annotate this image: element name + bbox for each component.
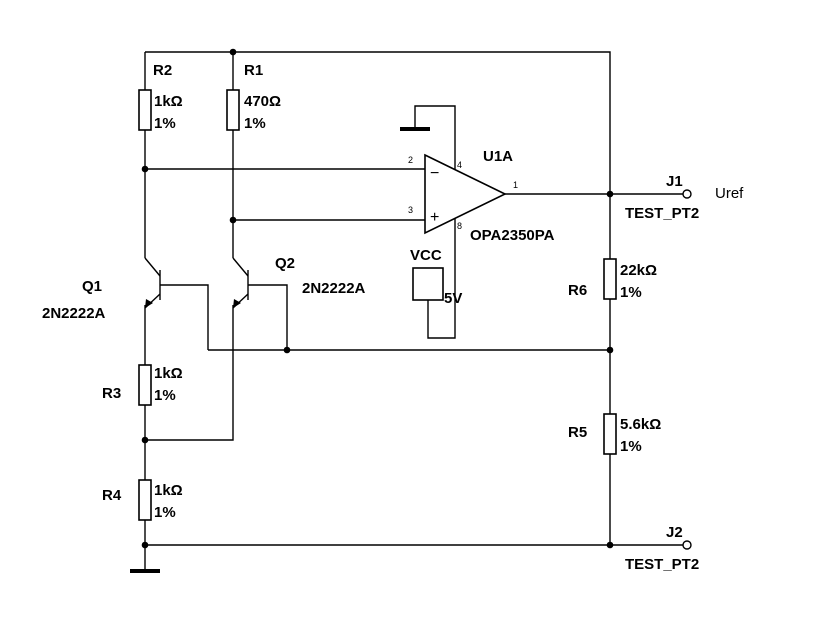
- opamp-ref: U1A: [483, 148, 513, 165]
- emitter-arrow-icon: [145, 299, 153, 308]
- test-point-j1[interactable]: J1 Uref TEST_PT2: [625, 173, 744, 222]
- resistor-r1[interactable]: R1 470Ω 1%: [226, 62, 281, 132]
- resistor-r5[interactable]: R5 5.6kΩ 1%: [568, 413, 661, 455]
- pin-number: 2: [408, 155, 413, 165]
- vcc-value: 5V: [444, 290, 462, 307]
- junctions: [141, 48, 614, 549]
- resistor-tolerance: 1%: [620, 438, 642, 455]
- junction-dot: [229, 216, 237, 224]
- vcc-source-box: [412, 267, 444, 301]
- resistor-tolerance: 1%: [620, 284, 642, 301]
- pin-number: 8: [457, 221, 462, 231]
- resistor-tolerance: 1%: [154, 115, 176, 132]
- resistor-body: [138, 479, 152, 521]
- resistor-r4[interactable]: R4 1kΩ 1%: [102, 479, 183, 521]
- resistor-ref: R5: [568, 424, 587, 441]
- junction-dot: [141, 436, 149, 444]
- junction-dot: [229, 48, 237, 56]
- resistor-tolerance: 1%: [154, 387, 176, 404]
- inverting-symbol: −: [430, 165, 439, 182]
- resistor-r3[interactable]: R3 1kΩ 1%: [102, 364, 183, 406]
- wire-vminus-vcc: [427, 226, 456, 339]
- junction-dot: [141, 165, 149, 173]
- vcc-source[interactable]: VCC 5V: [410, 247, 462, 307]
- transistor-ref: Q2: [275, 255, 295, 272]
- resistor-body: [603, 413, 617, 455]
- resistor-value: 470Ω: [244, 93, 281, 110]
- transistor-ref: Q1: [82, 278, 102, 295]
- resistor-value: 5.6kΩ: [620, 416, 661, 433]
- resistor-body: [138, 89, 152, 131]
- test-point-terminal-icon: [682, 189, 692, 199]
- pin-number: 3: [408, 205, 413, 215]
- resistor-tolerance: 1%: [154, 504, 176, 521]
- transistor-collector: [144, 257, 161, 277]
- resistor-value: 22kΩ: [620, 262, 657, 279]
- transistor-q1[interactable]: Q1 2N2222A: [42, 238, 161, 322]
- resistor-value: 1kΩ: [154, 482, 183, 499]
- junction-dot: [606, 190, 614, 198]
- junction-dot: [606, 541, 614, 549]
- pin-number: 4: [457, 160, 462, 170]
- wire-q1-base: [160, 284, 209, 350]
- test-point-name: TEST_PT2: [625, 205, 699, 222]
- wire-q2-base: [248, 284, 288, 350]
- noninverting-symbol: +: [430, 209, 439, 226]
- transistor-q2[interactable]: Q2 2N2222A: [232, 238, 366, 309]
- resistor-body: [226, 89, 240, 131]
- resistor-ref: R1: [244, 62, 263, 79]
- resistor-value: 1kΩ: [154, 93, 183, 110]
- resistor-body: [138, 364, 152, 406]
- pin-number: 1: [513, 180, 518, 190]
- opamp-u1a[interactable]: − + 2 3 1 4 8 U1A OPA2350PA: [408, 148, 555, 244]
- resistor-r2[interactable]: R2 1kΩ 1%: [138, 62, 183, 132]
- test-point-name: TEST_PT2: [625, 556, 699, 573]
- test-point-j2[interactable]: J2 TEST_PT2: [625, 524, 699, 573]
- test-point-ref: J2: [666, 524, 683, 541]
- emitter-arrow-icon: [233, 299, 241, 308]
- junction-dot: [283, 346, 291, 354]
- resistor-r6[interactable]: R6 22kΩ 1%: [568, 258, 657, 301]
- test-point-terminal-icon: [682, 540, 692, 550]
- resistor-ref: R6: [568, 282, 587, 299]
- net-label: Uref: [715, 185, 744, 202]
- wires: [144, 51, 687, 570]
- resistor-body: [603, 258, 617, 300]
- wire-top-rail: [145, 51, 611, 545]
- transistor-part: 2N2222A: [302, 280, 366, 297]
- resistor-ref: R3: [102, 385, 121, 402]
- resistor-ref: R4: [102, 487, 122, 504]
- test-point-ref: J1: [666, 173, 683, 190]
- resistor-tolerance: 1%: [244, 115, 266, 132]
- resistor-value: 1kΩ: [154, 365, 183, 382]
- resistor-ref: R2: [153, 62, 172, 79]
- junction-dot: [606, 346, 614, 354]
- junction-dot: [141, 541, 149, 549]
- vcc-ref: VCC: [410, 247, 442, 264]
- opamp-part: OPA2350PA: [470, 227, 555, 244]
- wire-vplus-gnd: [414, 105, 456, 162]
- transistor-part: 2N2222A: [42, 305, 106, 322]
- opamp-triangle: [424, 153, 507, 235]
- transistor-collector: [232, 257, 249, 277]
